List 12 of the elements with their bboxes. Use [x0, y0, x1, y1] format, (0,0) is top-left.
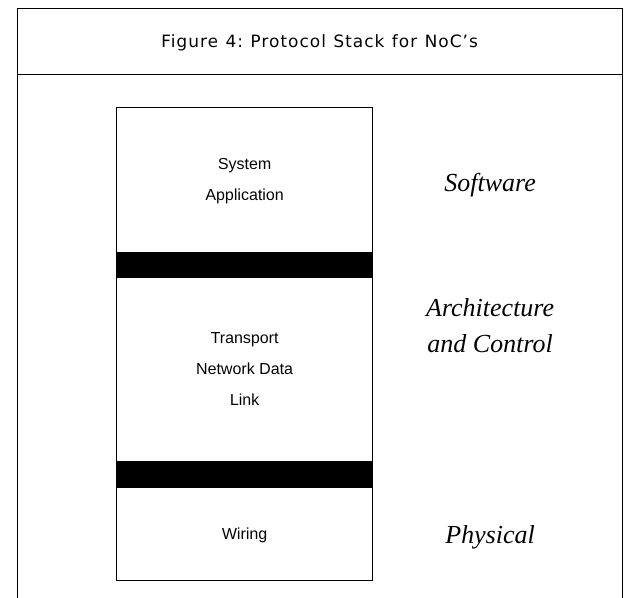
layer-text: Transport Network Data Link: [195, 329, 294, 411]
separator-bar: [116, 461, 373, 487]
layer-group-label: Architecture and Control: [424, 292, 556, 360]
layer-group-label: Physical: [444, 519, 536, 551]
layer-box: [116, 487, 373, 581]
figure-title: Figure 4: Protocol Stack for NoC’s: [160, 30, 480, 54]
layer-group-label: Software: [443, 167, 537, 199]
separator-bar: [116, 252, 373, 277]
layer-text: Wiring: [220, 524, 268, 544]
layer-box: [116, 107, 373, 253]
layer-text: System Application: [204, 155, 285, 206]
layer-box: [116, 277, 373, 462]
